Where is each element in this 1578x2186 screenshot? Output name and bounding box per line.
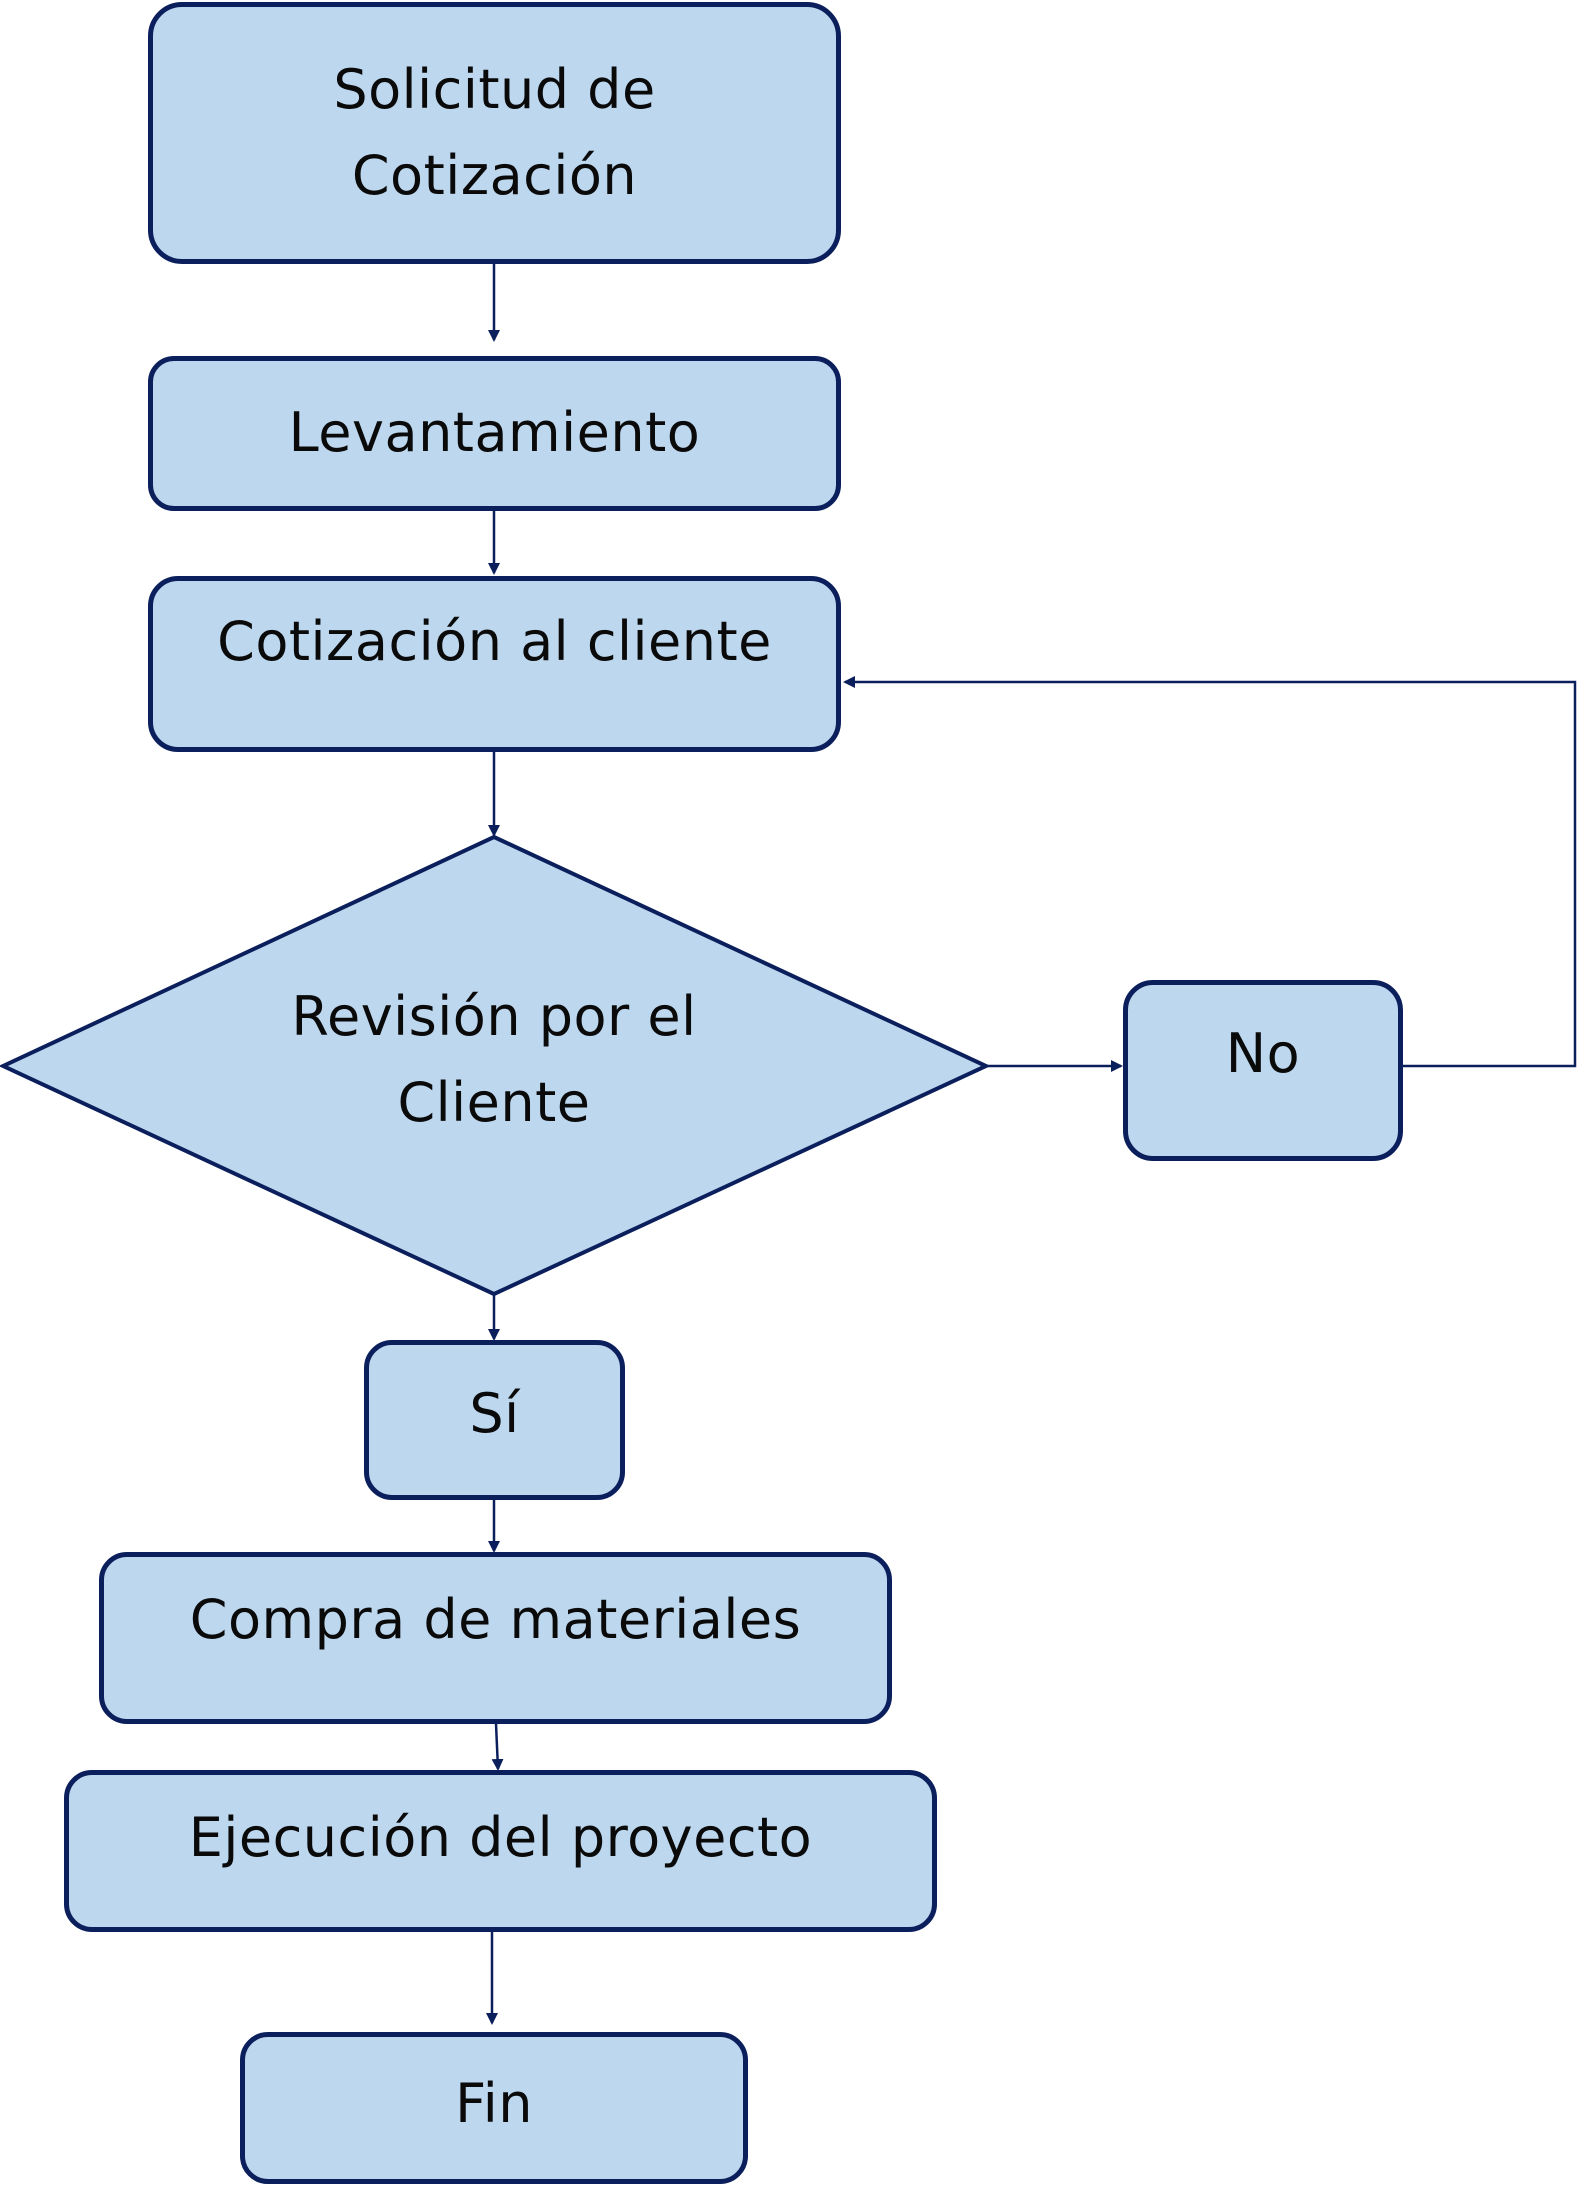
node-si-label: Sí [469,1382,520,1445]
node-no-label: No [1225,1022,1301,1085]
node-ejecucion-label: Ejecución del proyecto [188,1806,813,1869]
node-ejecucion-del-proyecto: Ejecución del proyecto [64,1770,937,1932]
node-cotizacion-al-cliente: Cotización al cliente [148,576,841,752]
decision-label: Revisión por el Cliente [291,984,697,1134]
node-solicitud-label: Solicitud de Cotización [333,57,656,207]
node-si: Sí [364,1340,625,1500]
node-solicitud-de-cotizacion: Solicitud de Cotización [148,2,841,264]
node-levantamiento-label: Levantamiento [288,401,701,465]
node-levantamiento: Levantamiento [148,356,841,511]
node-no: No [1123,980,1403,1161]
node-fin: Fin [240,2032,748,2184]
node-fin-label: Fin [455,2072,533,2135]
node-compra-de-materiales: Compra de materiales [99,1552,892,1724]
node-compra-label: Compra de materiales [189,1588,802,1651]
node-cotizacion-label: Cotización al cliente [217,610,772,673]
arrow-compra-to-ejecucion [491,1723,504,1771]
arrow-no-to-cotizacion [843,676,1577,1068]
